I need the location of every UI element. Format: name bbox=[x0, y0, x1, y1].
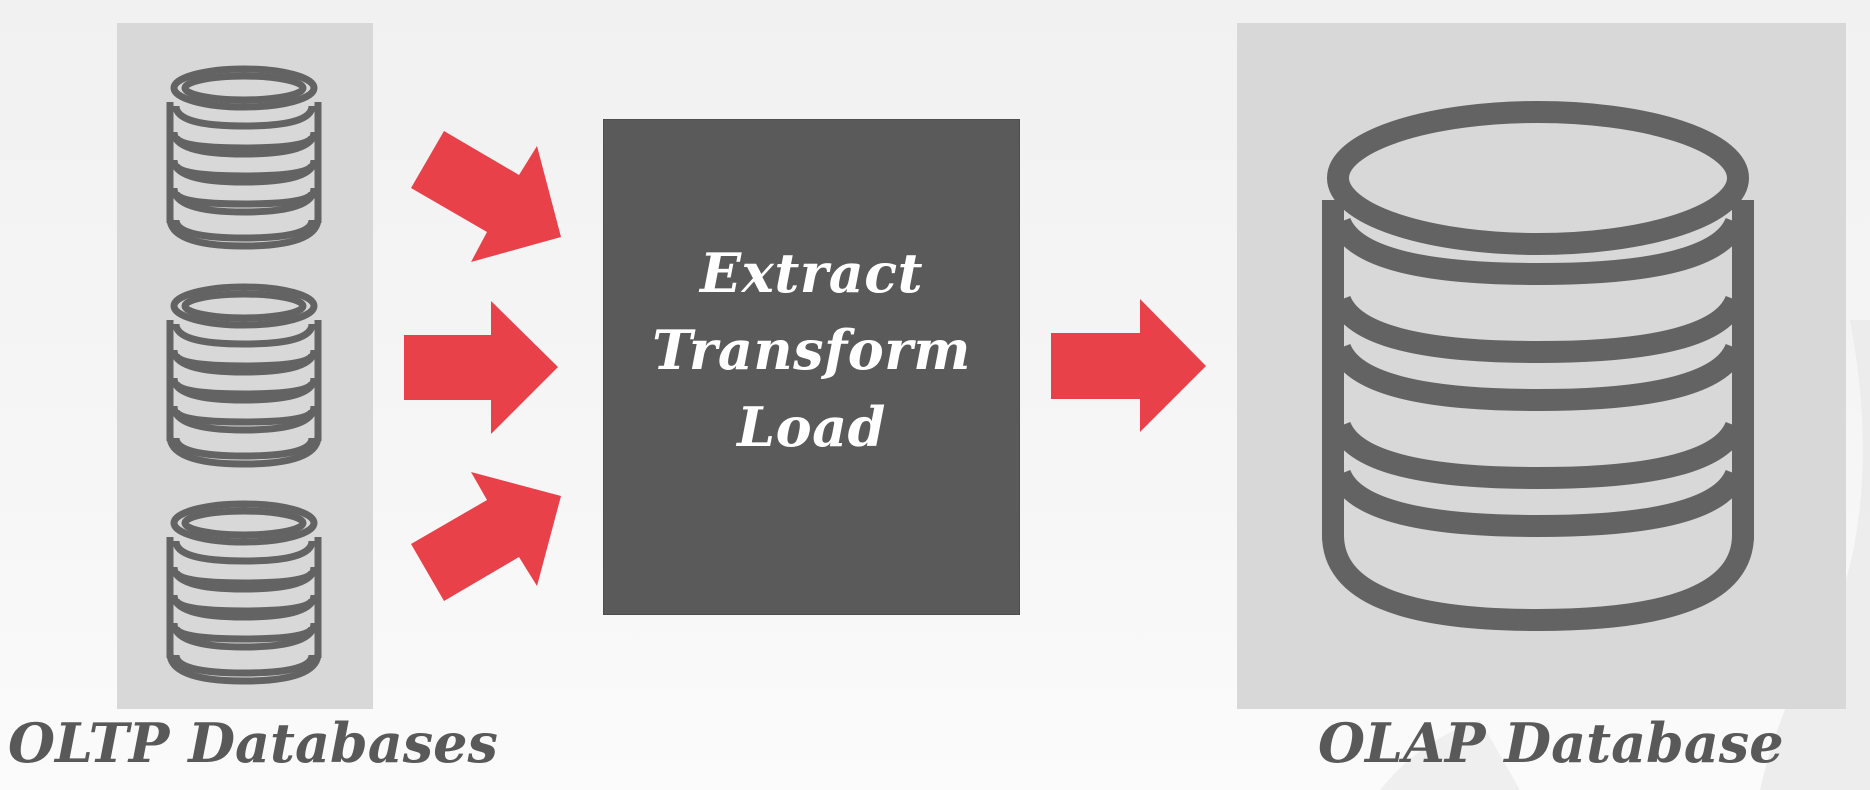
olap-database-label: OLAP Database bbox=[1318, 711, 1784, 775]
arrow-icon-top bbox=[411, 131, 561, 262]
oltp-databases-label: OLTP Databases bbox=[8, 711, 498, 775]
arrow-icon-output bbox=[1051, 299, 1206, 432]
etl-load-label: Load bbox=[737, 394, 886, 459]
etl-box: Extract Transform Load bbox=[603, 119, 1020, 615]
arrow-icon-middle bbox=[404, 301, 558, 434]
arrow-icon-bottom bbox=[411, 472, 561, 601]
etl-transform-label: Transform bbox=[652, 317, 971, 382]
etl-extract-label: Extract bbox=[699, 240, 924, 305]
